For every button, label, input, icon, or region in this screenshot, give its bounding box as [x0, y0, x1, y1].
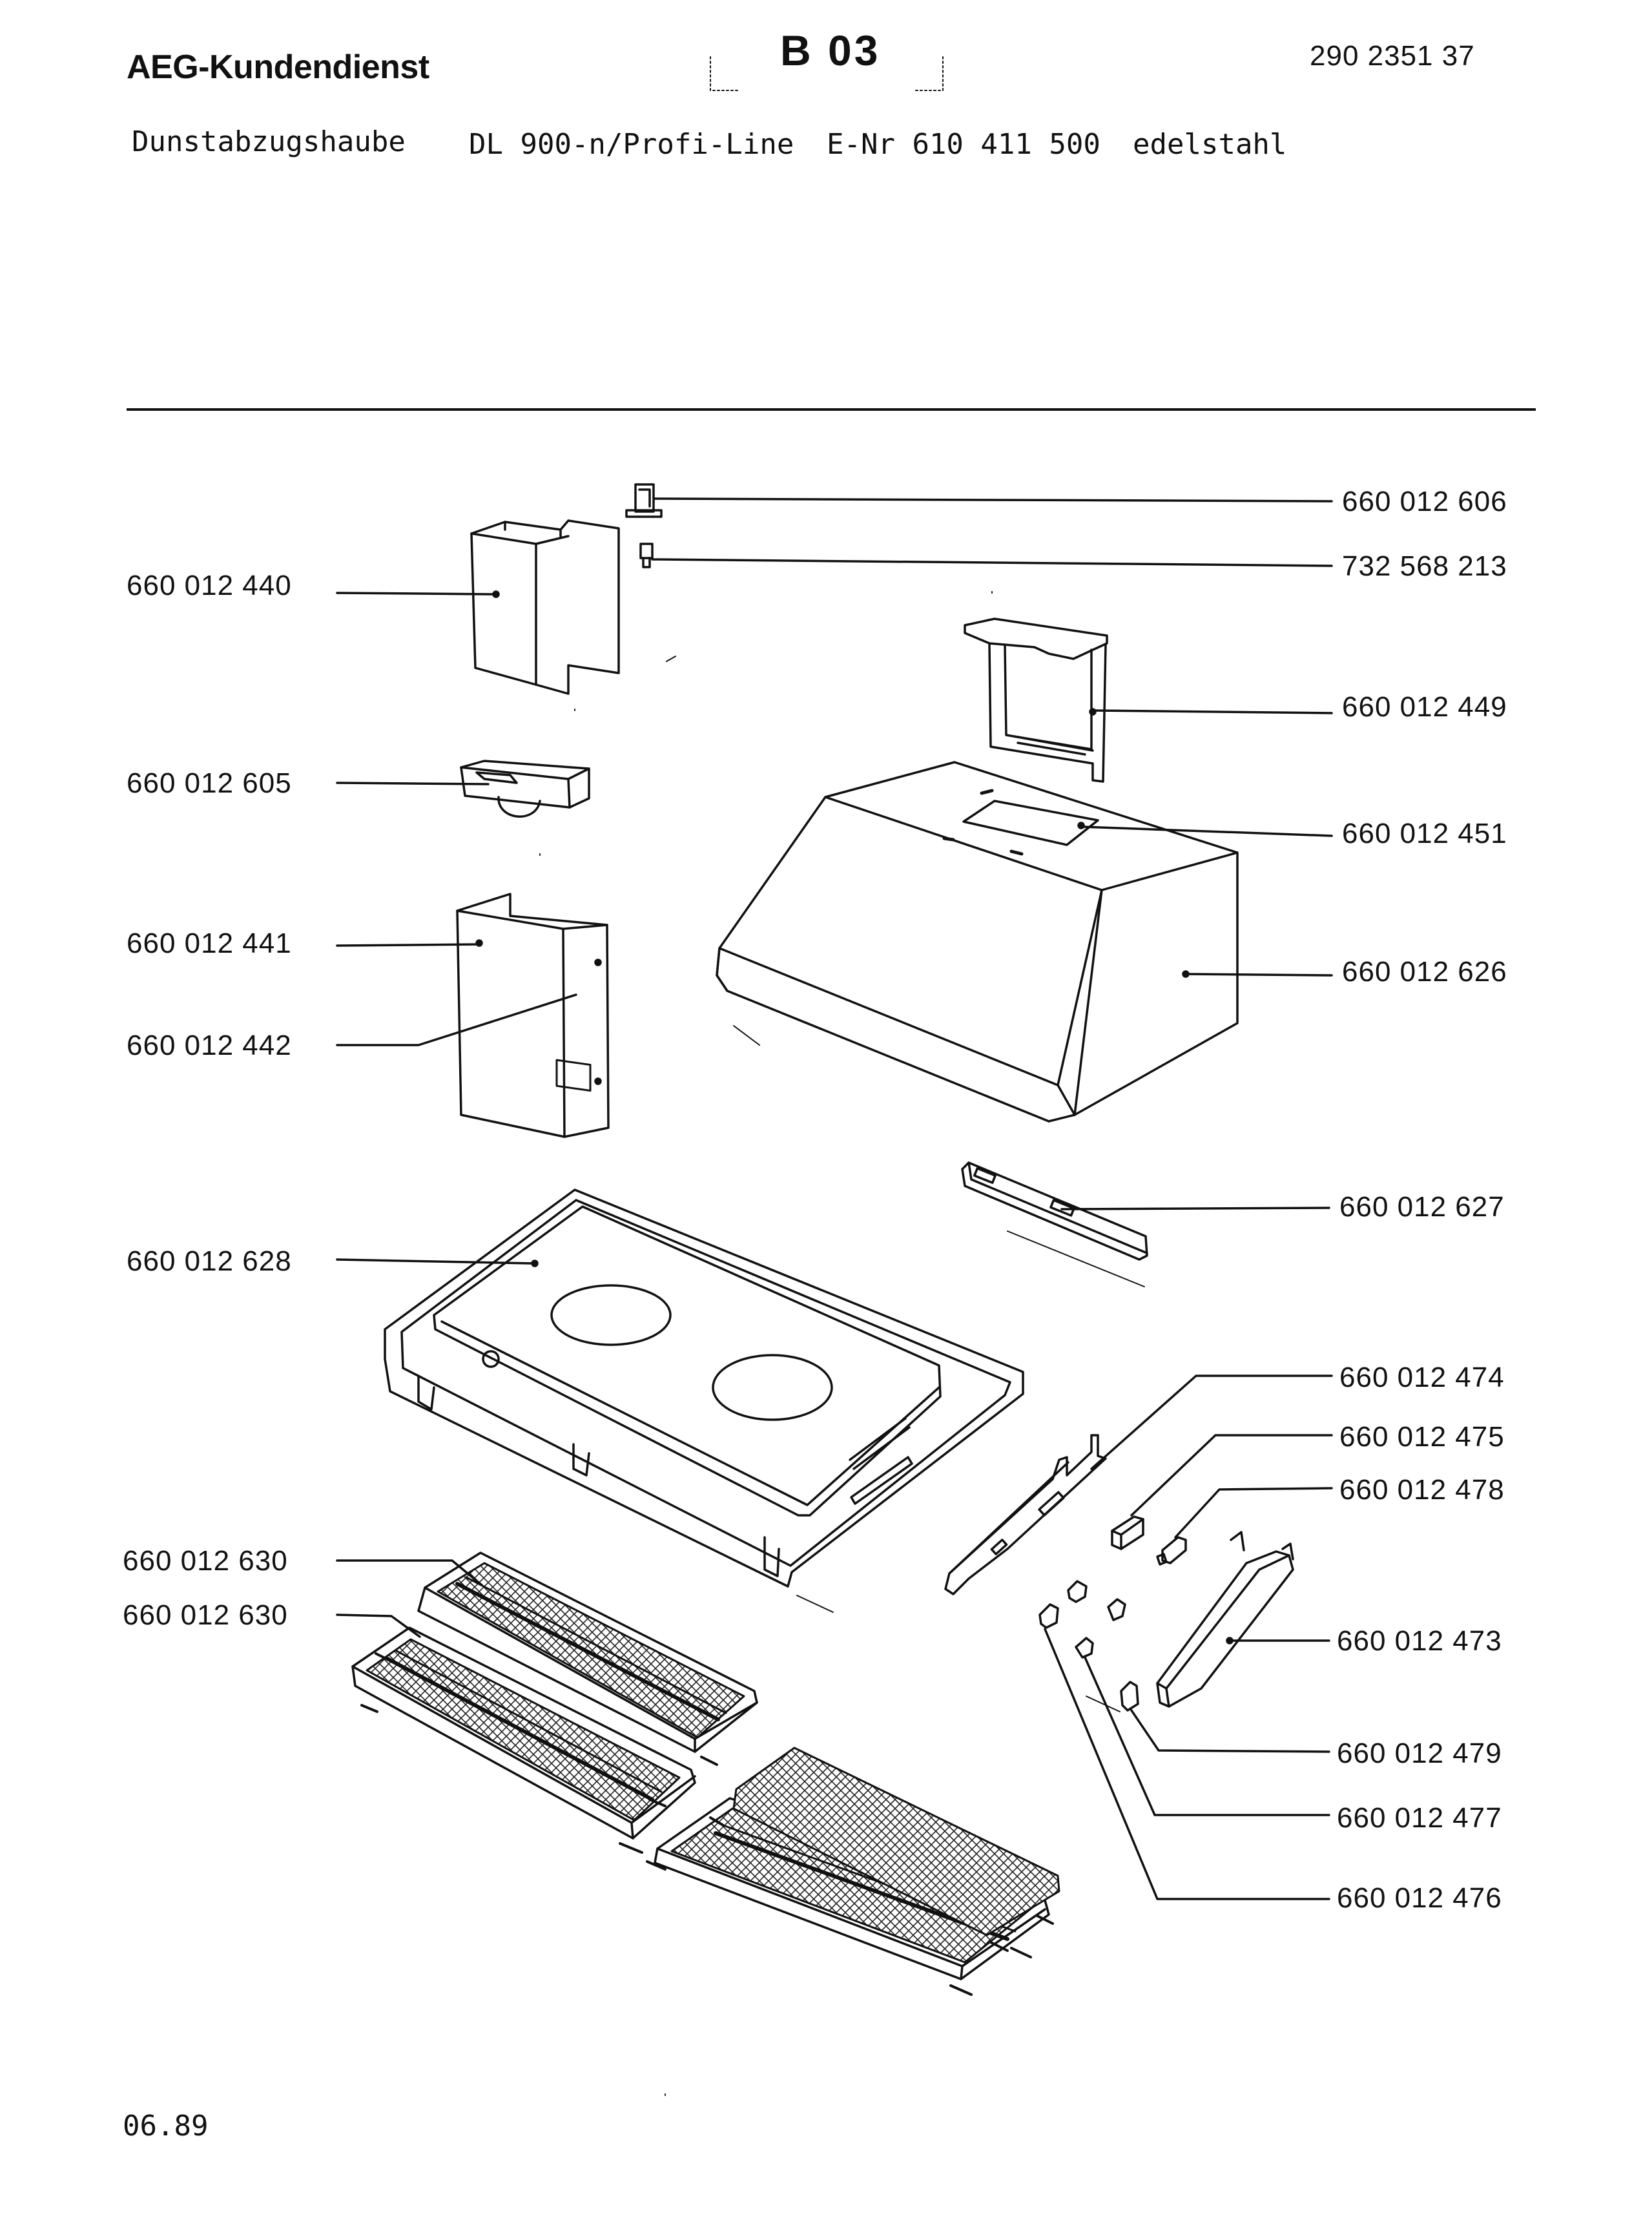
part-label-660012473: 660 012 473: [1337, 1625, 1502, 1657]
model-name: DL 900-n/Profi-Line: [469, 128, 794, 161]
leader-660012606: [654, 497, 1333, 503]
leader-660012628: [336, 1258, 535, 1265]
brand-title: AEG-Kundendienst: [127, 48, 429, 86]
fan-adapter-box: [460, 760, 590, 818]
document-number: 290 2351 37: [1310, 40, 1475, 72]
chimney-support-frame: [964, 617, 1108, 783]
part-label-660012442: 660 012 442: [127, 1030, 292, 1061]
part-label-660012630-a: 660 012 630: [123, 1545, 288, 1577]
leader-660012479: [1130, 1709, 1330, 1753]
leader-660012605: [336, 782, 490, 785]
leader-660012476: [1044, 1628, 1330, 1900]
part-label-660012449: 660 012 449: [1342, 691, 1507, 723]
control-mounting-bracket: [944, 1434, 1107, 1595]
grease-filter-a: [417, 1551, 758, 1753]
top-cover-plate: [962, 800, 1099, 846]
leader-660012475: [1130, 1434, 1333, 1517]
leader-660012478: [1174, 1487, 1333, 1539]
knob-holder: [1038, 1603, 1059, 1629]
leader-660012440: [336, 592, 496, 596]
hood-housing: [716, 761, 1239, 1123]
filter-studs: [360, 1652, 1054, 1996]
sheet-brackets: [710, 56, 944, 91]
part-label-660012475: 660 012 475: [1339, 1421, 1505, 1453]
sheet-number: B 03: [780, 26, 881, 74]
fixing-screw: [639, 543, 654, 568]
switch-block: [1111, 1515, 1144, 1550]
part-label-660012440: 660 012 440: [127, 570, 292, 601]
part-label-660012476: 660 012 476: [1337, 1882, 1502, 1914]
front-rail: [961, 1161, 1148, 1261]
grease-filter-d: [732, 1747, 1060, 1936]
part-label-660012630-b: 660 012 630: [123, 1599, 288, 1631]
part-label-660012628: 660 012 628: [127, 1245, 292, 1277]
part-label-660012606: 660 012 606: [1342, 486, 1507, 517]
leader-660012627: [1060, 1207, 1330, 1210]
lower-chimney-cover: [456, 893, 610, 1138]
part-label-660012478: 660 012 478: [1339, 1474, 1505, 1506]
upper-chimney-cover: [470, 519, 620, 695]
leader-660012630-a: [336, 1559, 483, 1586]
part-label-660012627: 660 012 627: [1339, 1191, 1505, 1223]
leader-732568213: [651, 558, 1333, 567]
grease-filter-b: [351, 1626, 696, 1840]
part-label-660012477: 660 012 477: [1337, 1802, 1502, 1834]
part-label-660012451: 660 012 451: [1342, 818, 1507, 849]
leader-660012441: [336, 943, 479, 947]
appliance-type: Dunstabzugshaube: [132, 125, 406, 158]
finish: edelstahl: [1133, 128, 1287, 161]
small-clip: [1120, 1681, 1139, 1712]
part-label-660012441: 660 012 441: [127, 928, 292, 959]
leader-660012630-b: [336, 1614, 421, 1638]
control-panel-cover: [1156, 1531, 1294, 1708]
part-label-660012626: 660 012 626: [1342, 956, 1507, 988]
hood-base-tray: [384, 1188, 1024, 1588]
leader-660012474: [1090, 1375, 1333, 1470]
leader-660012449: [1093, 709, 1333, 714]
specks: [539, 591, 993, 2096]
leader-660012442: [336, 993, 577, 1046]
part-label-732568213: 732 568 213: [1342, 550, 1507, 582]
part-label-660012605: 660 012 605: [127, 767, 292, 799]
lamp-socket: [1156, 1536, 1187, 1566]
leader-660012451: [1081, 825, 1333, 837]
e-number: E-Nr 610 411 500: [827, 128, 1100, 161]
part-label-660012479: 660 012 479: [1337, 1738, 1502, 1769]
part-label-660012474: 660 012 474: [1339, 1362, 1505, 1393]
leader-660012477: [1084, 1656, 1330, 1816]
revision-date: 06.89: [123, 2110, 209, 2143]
connector: [1067, 1580, 1126, 1659]
header-rule: [127, 408, 1536, 411]
wall-bracket-clip: [625, 483, 663, 518]
leader-660012626: [1186, 973, 1333, 977]
